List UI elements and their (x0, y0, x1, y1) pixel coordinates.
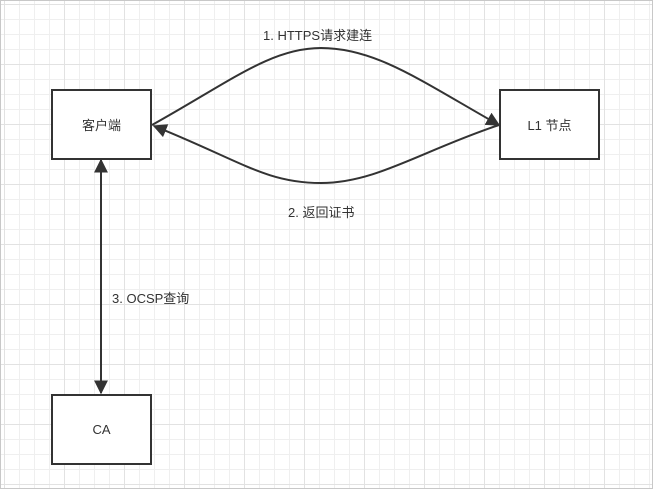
node-ca[interactable]: CA (51, 394, 152, 465)
edge-label-ocsp-query: 3. OCSP查询 (112, 291, 190, 306)
edge-https-request[interactable] (151, 46, 501, 126)
node-ca-label: CA (92, 422, 111, 437)
node-client-label: 客户端 (81, 118, 121, 133)
node-l1[interactable]: L1 节点 (499, 89, 600, 160)
node-client[interactable]: 客户端 (51, 89, 152, 160)
edge-return-certificate[interactable] (152, 124, 500, 185)
edge-label-return-certificate: 2. 返回证书 (288, 205, 355, 220)
node-l1-label: L1 节点 (527, 118, 572, 133)
edge-label-https-request: 1. HTTPS请求建连 (263, 28, 373, 43)
